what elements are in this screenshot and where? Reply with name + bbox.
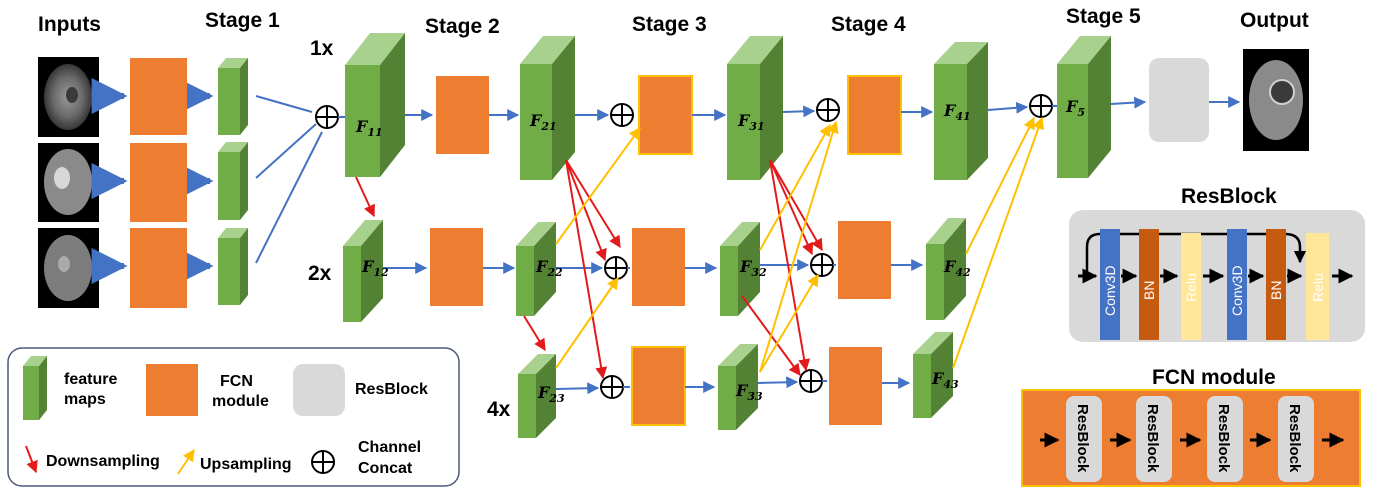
fcn-block-s3-mid: [632, 228, 685, 306]
legend-fcn-swatch: [146, 364, 198, 416]
scale-label-1x: 1x: [310, 37, 334, 60]
stage1-to-concat-lines: [255, 95, 323, 264]
feature-map-f21: [520, 36, 575, 180]
fcn-resblock-4: ResBlock: [1286, 404, 1303, 473]
legend-downsampling-arrow: [25, 445, 38, 474]
legend-feature-maps-label: feature maps: [64, 371, 117, 408]
fcn-resblock-3: ResBlock: [1215, 404, 1232, 473]
fcn-block-s1-2: [130, 143, 187, 222]
resblock-panel: ResBlock Conv3D BN Relu Conv3D BN Relu: [1069, 185, 1365, 342]
layer-conv3d-2: Conv3D: [1229, 265, 1245, 316]
fcn-panel-title: FCN module: [1152, 366, 1276, 389]
fcn-block-s2-top: [436, 76, 489, 154]
label-f41: F41: [943, 101, 971, 123]
fcn-block-s3-top: [638, 75, 693, 155]
concat-node-2: [610, 103, 634, 127]
label-f5: F5: [1065, 97, 1085, 119]
concat-node-1: [315, 105, 339, 129]
input-image-3: [38, 228, 99, 308]
feature-map-f33: [718, 344, 758, 430]
fcn-block-s4-bot: [829, 347, 882, 425]
label-f43: F43: [931, 369, 959, 391]
header-stage2: Stage 2: [425, 15, 500, 38]
legend-feature-map-swatch: [23, 356, 47, 420]
header-stage1: Stage 1: [205, 9, 280, 32]
label-f11: F11: [355, 117, 383, 139]
upsampling-arrows: [555, 116, 1045, 373]
resblock-stage5: [1149, 58, 1209, 142]
layer-conv3d-1: Conv3D: [1102, 265, 1118, 316]
label-f31: F31: [737, 111, 765, 133]
concat-node-4: [600, 375, 624, 399]
fcn-resblock-2: ResBlock: [1144, 404, 1161, 473]
feature-map-f5: [1057, 36, 1111, 178]
concat-node-7: [799, 369, 823, 393]
layer-relu-1: Relu: [1183, 273, 1199, 302]
fcn-block-s1-3: [130, 228, 187, 308]
header-inputs: Inputs: [38, 13, 101, 36]
header-stage5: Stage 5: [1066, 5, 1141, 28]
feature-map-f31: [727, 36, 783, 180]
label-f32: F32: [739, 257, 767, 279]
label-f22: F22: [535, 257, 563, 279]
header-output: Output: [1240, 9, 1309, 32]
resblock-panel-title: ResBlock: [1181, 185, 1277, 208]
feature-map-f23: [518, 354, 556, 438]
legend-resblock-swatch: [293, 364, 345, 416]
layer-relu-2: Relu: [1310, 273, 1326, 302]
feature-map-s1-3: [218, 228, 248, 305]
input-image-2: [38, 143, 99, 222]
concat-nodes: [315, 94, 1053, 399]
input-arrows: [91, 78, 214, 284]
concat-node-6: [810, 253, 834, 277]
fcn-block-s1-1: [130, 58, 187, 135]
label-f42: F42: [943, 257, 971, 279]
feature-map-f22: [516, 222, 556, 316]
legend-upsampling-arrow: [177, 449, 195, 475]
feature-map-s1-1: [218, 58, 248, 135]
feature-map-f11: [345, 33, 405, 177]
concat-node-3: [604, 256, 628, 280]
feature-map-f32: [720, 222, 760, 316]
concat-node-5: [816, 98, 840, 122]
concat-node-8: [1029, 94, 1053, 118]
label-f12: F12: [361, 257, 389, 279]
scale-label-4x: 4x: [487, 398, 511, 421]
layer-bn-2: BN: [1268, 281, 1284, 300]
label-f33: F33: [735, 381, 763, 403]
feature-map-f12: [343, 220, 383, 322]
fcn-block-s2-mid: [430, 228, 483, 306]
legend-upsampling-label: Upsampling: [200, 456, 292, 473]
fcn-block-s4-top: [847, 75, 902, 155]
flow-arrows: [338, 96, 1241, 395]
feature-map-f42: [926, 218, 966, 320]
downsampling-arrows: [355, 159, 823, 380]
legend-resblock-label: ResBlock: [355, 381, 428, 398]
legend-feature-maps-line2: maps: [64, 391, 106, 408]
label-f23: F23: [537, 383, 565, 405]
output-image: [1243, 49, 1309, 151]
feature-map-f43: [913, 332, 953, 418]
fcn-block-s4-mid: [838, 221, 891, 299]
layer-bn-1: BN: [1141, 281, 1157, 300]
legend-downsampling-label: Downsampling: [46, 453, 160, 470]
header-stage3: Stage 3: [632, 13, 707, 36]
fcn-block-s3-bot: [631, 346, 686, 426]
header-stage4: Stage 4: [831, 13, 906, 36]
feature-map-s1-2: [218, 142, 248, 220]
fcn-module-panel: FCN module ResBlock ResBlock ResBlock Re…: [1021, 366, 1361, 487]
scale-label-2x: 2x: [308, 262, 332, 285]
legend-concat-symbol: [311, 450, 335, 474]
legend-feature-maps-line1: feature: [64, 371, 117, 388]
input-image-1: [38, 57, 99, 137]
fcn-resblock-1: ResBlock: [1074, 404, 1091, 473]
label-f21: F21: [529, 111, 557, 133]
feature-map-f41: [934, 42, 988, 180]
